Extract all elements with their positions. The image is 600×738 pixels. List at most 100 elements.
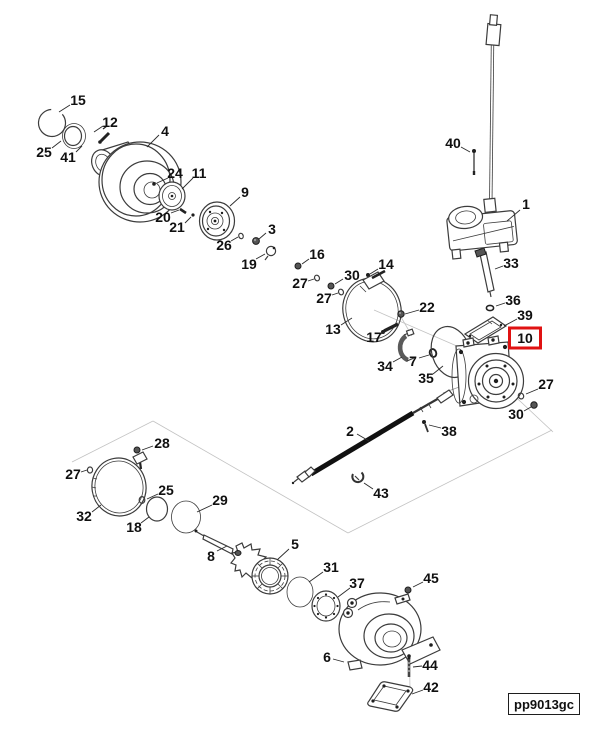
leader-line-14	[369, 268, 379, 275]
part-clamp-13	[342, 269, 402, 343]
part-label-41: 41	[60, 149, 76, 165]
leader-line-36	[495, 302, 506, 307]
part-bearing-37	[311, 590, 341, 622]
part-washer-27c	[517, 392, 525, 400]
leader-line-30	[523, 406, 532, 412]
leader-line-24	[156, 177, 169, 184]
part-pins-20-21	[179, 207, 195, 217]
part-ring-29	[171, 500, 201, 534]
leader-line-21	[184, 216, 192, 224]
diagram-code-box: pp9013gc	[508, 693, 580, 715]
leader-line-17	[380, 329, 389, 335]
part-label-27: 27	[538, 376, 554, 392]
part-nut-30a	[327, 282, 335, 290]
leader-line-42	[411, 689, 424, 695]
part-label-25: 25	[158, 482, 174, 498]
leader-line-43	[363, 482, 374, 490]
part-label-13: 13	[325, 321, 341, 337]
part-label-45: 45	[423, 570, 439, 586]
part-nut-16	[294, 262, 302, 270]
highlight-box-10	[508, 326, 542, 350]
leader-line-35	[432, 365, 444, 375]
part-label-31: 31	[323, 559, 339, 575]
part-label-42: 42	[423, 679, 439, 695]
part-label-34: 34	[377, 358, 393, 374]
leader-line-20	[170, 209, 180, 214]
leader-line-13	[340, 317, 353, 326]
part-label-27: 27	[292, 275, 308, 291]
part-oring-36	[485, 304, 495, 312]
part-label-30: 30	[508, 406, 524, 422]
leader-line-9	[229, 196, 241, 207]
part-clip-43	[351, 471, 365, 484]
part-label-6: 6	[323, 649, 331, 665]
part-gasket-42	[367, 681, 414, 712]
part-washer-27b	[337, 288, 345, 296]
part-label-5: 5	[291, 536, 299, 552]
diagram-code: pp9013gc	[514, 696, 574, 712]
part-turbo-assembly-10	[451, 335, 525, 410]
part-nozzle-ring-5	[251, 557, 289, 595]
leader-line-31	[308, 571, 324, 583]
part-label-43: 43	[373, 485, 389, 501]
part-cable-2	[291, 389, 454, 485]
part-label-2: 2	[346, 423, 354, 439]
leader-line-16	[301, 258, 310, 265]
part-label-17: 17	[366, 329, 382, 345]
leader-line-4	[146, 134, 160, 148]
part-label-24: 24	[167, 165, 183, 181]
part-bolt-40	[472, 149, 476, 175]
leader-line-41	[75, 145, 83, 153]
part-shaft-8	[194, 529, 269, 580]
part-label-8: 8	[207, 548, 215, 564]
part-bolt-12	[98, 125, 111, 144]
part-washer-26	[238, 232, 244, 240]
leader-line-37	[337, 587, 351, 598]
leader-line-12	[93, 125, 104, 133]
part-washer-27a	[313, 274, 321, 282]
part-label-14: 14	[378, 256, 394, 272]
part-oring-41-25	[62, 123, 86, 149]
leader-line-27	[525, 388, 539, 395]
part-bolt-14	[366, 273, 370, 277]
part-pin-33	[474, 247, 495, 298]
part-label-4: 4	[161, 123, 169, 139]
part-label-16: 16	[309, 246, 325, 262]
part-actuator-1	[446, 14, 518, 260]
part-turbine-housing-6	[338, 592, 441, 671]
part-stud-44	[407, 656, 411, 677]
part-label-1: 1	[522, 196, 530, 212]
part-clamp-32	[91, 451, 148, 517]
part-label-33: 33	[503, 255, 519, 271]
part-label-30: 30	[344, 267, 360, 283]
leader-line-25	[146, 493, 159, 500]
part-label-9: 9	[241, 184, 249, 200]
leader-line-25	[51, 140, 62, 149]
leader-line-6	[332, 658, 345, 663]
part-snap-ring-15	[37, 108, 67, 138]
leader-line-5	[276, 548, 290, 561]
leader-line-45	[412, 581, 424, 588]
leader-line-2	[356, 433, 370, 442]
part-label-26: 26	[216, 237, 232, 253]
part-label-40: 40	[445, 135, 461, 151]
part-label-21: 21	[169, 219, 185, 235]
part-label-28: 28	[154, 435, 170, 451]
part-label-22: 22	[419, 299, 435, 315]
part-ring-18	[145, 496, 169, 522]
leader-line-34	[392, 356, 403, 363]
leader-line-18	[140, 516, 150, 524]
part-label-20: 20	[155, 209, 171, 225]
leader-line-38	[428, 424, 442, 429]
part-bolt-38	[422, 420, 429, 433]
part-washer-27d	[86, 466, 94, 474]
part-label-44: 44	[422, 657, 438, 673]
part-label-10: 10	[517, 330, 533, 346]
leader-line-22	[404, 309, 420, 315]
leader-line-27	[80, 469, 88, 473]
part-label-38: 38	[441, 423, 457, 439]
part-nut-30b	[530, 401, 538, 409]
leader-line-26	[230, 236, 239, 242]
part-wheel-9	[198, 201, 236, 241]
leader-line-8	[216, 545, 228, 552]
